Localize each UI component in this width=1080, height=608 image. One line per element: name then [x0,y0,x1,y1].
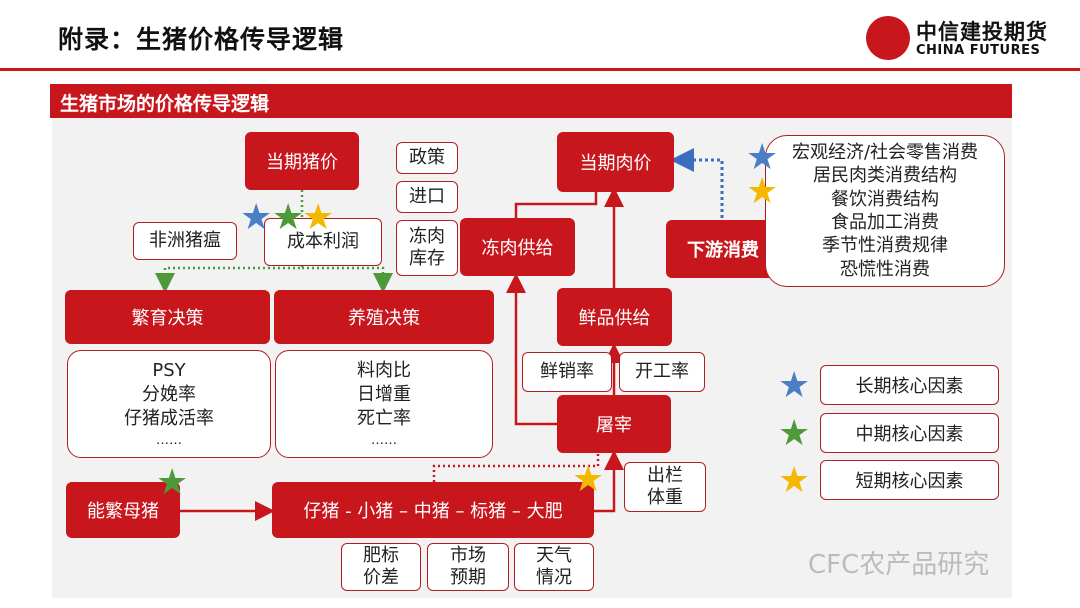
legend-short-term: 短期核心因素 [820,460,999,500]
node-slaughter-weight: 出栏体重 [624,462,706,512]
mid-term-star-icon: ★ [156,462,189,503]
node-farming-decision: 养殖决策 [274,290,494,344]
node-pig-chain: 仔猪 - 小猪 – 中猪 – 标猪 – 大肥 [272,482,594,538]
node-frozen-supply: 冻肉供给 [460,218,575,276]
short-term-star-icon: ★ [302,197,335,238]
node-fresh-sales-rate: 鲜销率 [522,352,612,392]
node-fatten-spread: 肥标价差 [341,543,421,591]
company-name-en: CHINA FUTURES [916,43,1041,58]
consumption-factor: 食品加工消费 [831,212,939,233]
legend-short-term-star-icon: ★ [778,460,811,501]
node-downstream: 下游消费 [666,220,780,278]
consumption-factor: 居民肉类消费结构 [813,165,957,187]
section-banner: 生猪市场的价格传导逻辑 [50,84,1012,118]
breeding-factor: 分娩率 [142,384,196,406]
legend-mid-term: 中期核心因素 [820,413,999,453]
mid-term-star-icon: ★ [272,197,305,238]
company-name-cn: 中信建投期货 [916,20,1048,44]
long-term-star-icon: ★ [240,197,273,238]
page-title: 附录：生猪价格传导逻辑 [58,25,345,54]
node-policy: 政策 [396,142,458,174]
legend-long-term-star-icon: ★ [778,365,811,406]
node-import: 进口 [396,181,458,213]
breeding-factor: PSY [152,359,186,381]
farming-factor: 死亡率 [357,408,411,430]
farming-factor: 料肉比 [357,359,411,381]
node-operating-rate: 开工率 [619,352,705,392]
legend-long-term: 长期核心因素 [820,365,999,405]
farming-factor: …… [371,432,397,448]
header-divider [0,68,1080,71]
consumption-factor: 宏观经济/社会零售消费 [791,141,979,163]
watermark-text: CFC农产品研究 [808,550,990,580]
node-frozen-inventory: 冻肉库存 [396,220,458,276]
breeding-factors-box: PSY 分娩率 仔猪成活率 …… [67,350,271,458]
node-slaughter: 屠宰 [557,395,671,453]
node-current-pig-price: 当期猪价 [245,132,359,190]
consumption-factor: 季节性消费规律 [822,235,948,257]
company-logo-icon [866,16,910,60]
legend-mid-term-star-icon: ★ [778,413,811,454]
node-breeding-decision: 繁育决策 [65,290,270,344]
node-cost-profit: 成本利润 [264,218,382,266]
node-market-expect: 市场预期 [427,543,509,591]
node-weather: 天气情况 [514,543,594,591]
breeding-factor: 仔猪成活率 [124,408,214,430]
node-asf: 非洲猪瘟 [133,222,237,260]
node-current-meat-price: 当期肉价 [557,132,674,192]
farming-factor: 日增重 [357,384,411,406]
node-sows: 能繁母猪 [66,482,180,538]
short-term-star-icon: ★ [746,171,779,212]
breeding-factor: …… [156,432,182,448]
consumption-factors-box: 宏观经济/社会零售消费 居民肉类消费结构 餐饮消费结构 食品加工消费 季节性消费… [765,135,1005,287]
consumption-factor: 餐饮消费结构 [831,188,939,210]
long-term-star-icon: ★ [746,137,779,178]
node-fresh-supply: 鲜品供给 [557,288,672,346]
consumption-factor: 恐慌性消费 [840,258,930,280]
farming-factors-box: 料肉比 日增重 死亡率 …… [275,350,493,458]
short-term-star-icon: ★ [572,459,605,500]
